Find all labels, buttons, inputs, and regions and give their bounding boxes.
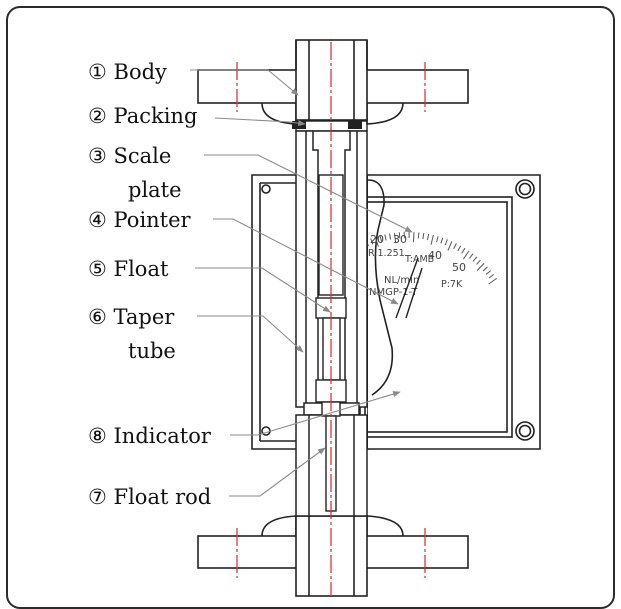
- scale-tick-mark: [370, 238, 374, 245]
- callout-labels: ① Body ② Packing ③ Scale plate ④ Pointer…: [88, 60, 212, 509]
- label-body: ① Body: [88, 60, 167, 84]
- scale-t-text: T:AMB: [404, 254, 434, 265]
- scale-tick-mark: [462, 250, 470, 260]
- scale-tick-mark: [430, 234, 434, 245]
- scale-tick-mark: [453, 243, 457, 250]
- leader-lines: [190, 69, 413, 497]
- scale-tick-mark: [444, 239, 448, 246]
- scale-tick-mark: [422, 233, 425, 240]
- label-scale: ③ Scale: [88, 144, 171, 168]
- label-tube: tube: [128, 339, 176, 363]
- screw-hole-icon: [261, 184, 271, 194]
- label-float: ⑤ Float: [88, 257, 169, 281]
- scale-tick-mark: [482, 266, 488, 272]
- scale-tick-20: 20: [370, 233, 384, 246]
- scale-tick-mark: [427, 233, 430, 240]
- scale-tick-mark: [379, 235, 383, 242]
- top-flange: [197, 39, 469, 125]
- label-pointer: ④ Pointer: [88, 208, 192, 232]
- scale-tick-mark: [417, 232, 420, 239]
- label-float-rod: ⑦ Float rod: [88, 485, 211, 509]
- scale-tick-mark: [461, 247, 466, 254]
- label-packing: ② Packing: [88, 104, 197, 128]
- scale-tick-mark: [457, 245, 462, 252]
- scale-tick-mark: [485, 270, 492, 275]
- scale-tick-mark: [436, 236, 439, 243]
- label-indicator: ⑧ Indicator: [88, 424, 212, 448]
- scale-tick-mark: [389, 233, 392, 240]
- pointer-needle: [395, 257, 419, 319]
- scale-tick-mark: [447, 241, 453, 251]
- scale-model-text: NMGP-1-T: [369, 287, 418, 298]
- scale-unit-text: NL/min: [384, 275, 419, 286]
- scale-tick-mark: [472, 256, 478, 262]
- scale-tick-mark: [384, 234, 387, 241]
- scale-tick-mark: [440, 237, 444, 244]
- scale-tick-mark: [413, 232, 415, 243]
- packing: [292, 120, 368, 132]
- scale-tick-50: 50: [452, 261, 466, 274]
- scale-tick-mark: [476, 259, 481, 265]
- indicator-housing: [251, 174, 541, 450]
- scale-tick-mark: [468, 253, 474, 259]
- scale-plate: 20 30 40 50 R:1.251 T:AMB P:7K NL/min NM…: [356, 232, 497, 319]
- scale-tick-mark: [394, 232, 397, 243]
- label-plate: plate: [128, 178, 182, 202]
- bottom-flange: [197, 515, 469, 597]
- scale-tick-mark: [488, 277, 497, 285]
- scale-tick-30: 30: [393, 233, 407, 246]
- scale-tick-40: 40: [428, 249, 442, 262]
- scale-p-text: P:7K: [441, 279, 463, 290]
- scale-tick-mark: [488, 273, 495, 279]
- scale-r-text: R:1.251: [368, 248, 405, 259]
- label-taper: ⑥ Taper: [88, 305, 175, 329]
- scale-tick-mark: [476, 263, 485, 271]
- scale-tick-mark: [398, 232, 401, 239]
- scale-tick-mark: [374, 236, 379, 247]
